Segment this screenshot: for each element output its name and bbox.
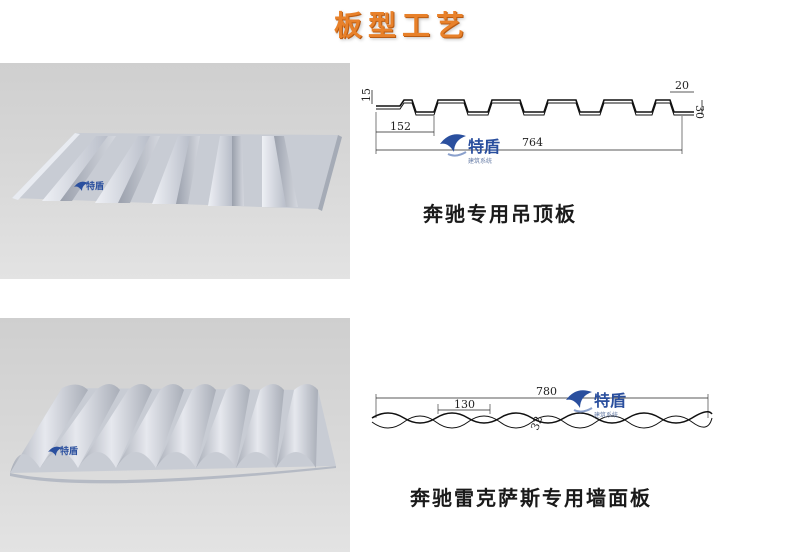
brand-logo-mark: 特盾 bbox=[74, 180, 104, 192]
brand-logo-mark: 特盾 bbox=[48, 445, 78, 457]
wall-panel-profile-drawing: 780 130 32 特盾 建筑系统 bbox=[371, 385, 713, 432]
svg-text:特盾: 特盾 bbox=[86, 180, 104, 192]
ceiling-panel-profile-drawing: 15 20 30 152 764 特盾 建筑系统 bbox=[360, 79, 706, 165]
ceiling-panel-photo: 特盾 bbox=[0, 63, 350, 279]
ceiling-panel-caption: 奔驰专用吊顶板 bbox=[423, 202, 577, 226]
brand-logo: 特盾 建筑系统 bbox=[566, 390, 626, 419]
dim-rib-width: 152 bbox=[390, 120, 411, 133]
brand-logo: 特盾 建筑系统 bbox=[440, 134, 500, 165]
dim-pitch: 130 bbox=[454, 398, 475, 411]
svg-text:特盾: 特盾 bbox=[594, 391, 626, 410]
svg-text:建筑系统: 建筑系统 bbox=[468, 157, 492, 165]
dim-depth: 30 bbox=[693, 105, 706, 119]
dim-top-width: 20 bbox=[675, 79, 689, 92]
page-title: 板型工艺 bbox=[333, 9, 470, 42]
svg-text:建筑系统: 建筑系统 bbox=[594, 411, 618, 419]
svg-text:特盾: 特盾 bbox=[468, 137, 500, 156]
wall-panel-caption: 奔驰雷克萨斯专用墙面板 bbox=[410, 486, 652, 510]
dim-cover-width: 780 bbox=[536, 385, 557, 398]
dim-height: 15 bbox=[360, 88, 373, 102]
svg-text:特盾: 特盾 bbox=[60, 445, 78, 457]
dim-cover-width: 764 bbox=[522, 136, 543, 149]
wall-panel-photo: 特盾 bbox=[0, 318, 350, 552]
